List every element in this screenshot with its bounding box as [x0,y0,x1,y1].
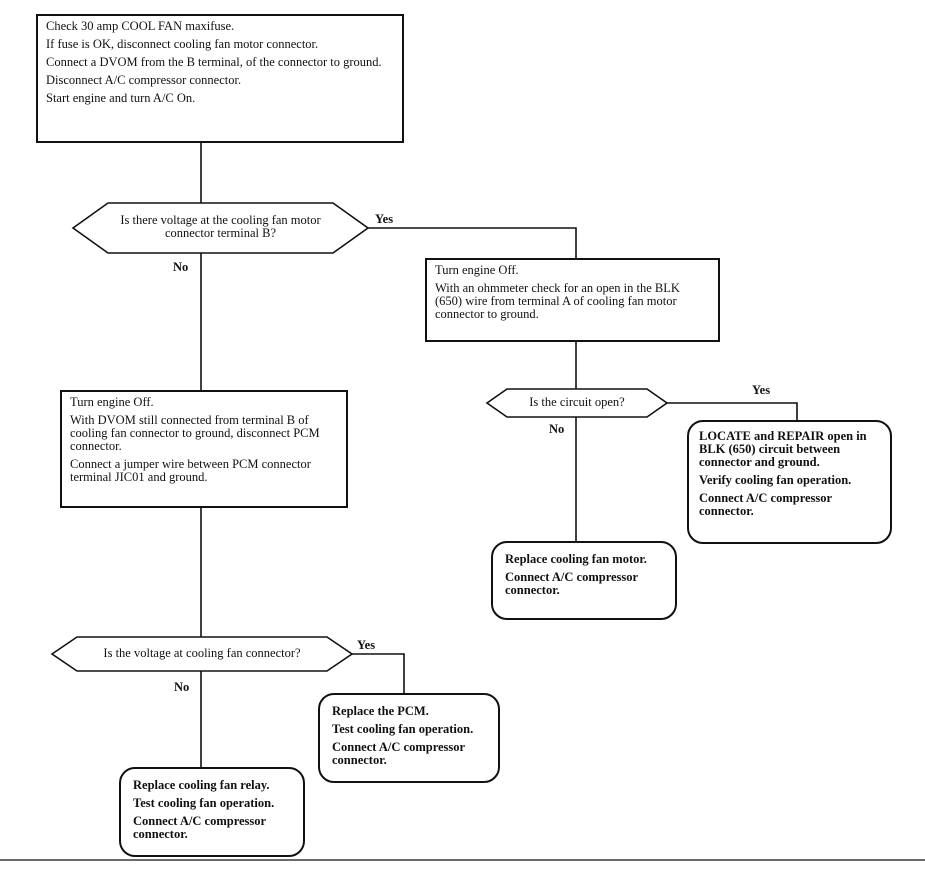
box-text: LOCATE and REPAIR open in BLK (650) circ… [699,429,867,469]
box-text: If fuse is OK, disconnect cooling fan mo… [46,37,319,51]
box-text: Check 30 amp COOL FAN maxifuse. [46,19,235,33]
box-check-wire: Turn engine Off. With an ohmmeter check … [425,258,720,342]
label-no: No [173,260,189,274]
box-text: Turn engine Off. [435,263,519,277]
box-text: Connect A/C compressor connector. [505,570,638,597]
decision-text-voltage-fan: Is the voltage at cooling fan connector? [103,646,301,660]
box-text: Connect a jumper wire between PCM connec… [70,457,311,484]
box-text: Disconnect A/C compressor connector. [46,73,242,87]
box-text: Test cooling fan operation. [332,722,474,736]
decision-text-voltage-b: Is there voltage at the cooling fan moto… [120,213,321,240]
label-no: No [174,680,190,694]
box-text: With DVOM still connected from terminal … [70,413,320,453]
connector-line [352,653,405,693]
box-text: Connect a DVOM from the B terminal, of t… [46,55,382,69]
label-yes: Yes [375,212,394,226]
box-jumper: Turn engine Off. With DVOM still connect… [60,390,348,508]
box-replace-pcm: Replace the PCM. Test cooling fan operat… [318,693,500,783]
box-text: Replace the PCM. [332,704,429,718]
decision-text-circuit-open: Is the circuit open? [529,395,625,409]
box-replace-relay: Replace cooling fan relay. Test cooling … [119,767,305,857]
box-text: Start engine and turn A/C On. [46,91,196,105]
box-text: Verify cooling fan operation. [699,473,852,487]
box-text: Connect A/C compressor connector. [332,740,465,767]
connector-line [368,227,577,258]
box-replace-motor: Replace cooling fan motor. Connect A/C c… [491,541,677,620]
box-check-fuse: Check 30 amp COOL FAN maxifuse. If fuse … [36,14,404,143]
connector-line [667,402,798,420]
label-yes: Yes [357,638,376,652]
box-text: Test cooling fan operation. [133,796,275,810]
box-text: Replace cooling fan relay. [133,778,270,792]
label-no: No [549,422,565,436]
box-text: Replace cooling fan motor. [505,552,647,566]
box-repair-open: LOCATE and REPAIR open in BLK (650) circ… [687,420,892,544]
box-text: Connect A/C compressor connector. [699,491,832,518]
box-text: Turn engine Off. [70,395,154,409]
label-yes: Yes [752,383,771,397]
box-text: Connect A/C compressor connector. [133,814,266,841]
box-text: With an ohmmeter check for an open in th… [435,281,680,321]
